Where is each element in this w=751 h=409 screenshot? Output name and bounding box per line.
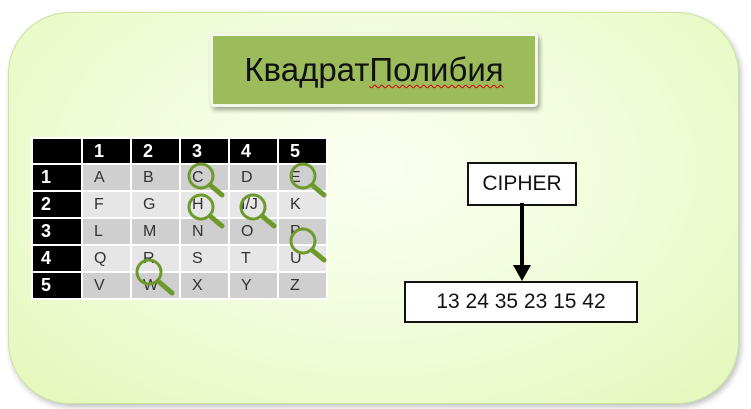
ciphertext-label: 13 24 35 23 15 42 <box>436 290 606 313</box>
cell: T <box>228 244 279 273</box>
magnifier-icon <box>187 162 225 198</box>
plaintext-box: CIPHER <box>467 162 577 206</box>
magnifier-icon <box>239 193 277 229</box>
row-header: 1 <box>31 163 83 192</box>
cell: F <box>81 190 132 219</box>
corner-cell <box>31 137 83 165</box>
cell: G <box>130 190 181 219</box>
cell: B <box>130 163 181 192</box>
arrow-down-icon <box>513 203 531 281</box>
cell: A <box>81 163 132 192</box>
ciphertext-box: 13 24 35 23 15 42 <box>404 281 638 323</box>
col-header: 2 <box>130 137 181 165</box>
magnifier-icon <box>135 258 175 296</box>
col-header: 1 <box>81 137 132 165</box>
table-row: 4 Q R S T U <box>31 244 328 273</box>
cell: D <box>228 163 279 192</box>
table-row: 3 L M N O P <box>31 217 328 246</box>
cell: Q <box>81 244 132 273</box>
plaintext-label: CIPHER <box>482 172 562 195</box>
col-header: 5 <box>277 137 328 165</box>
col-header: 4 <box>228 137 279 165</box>
col-header: 3 <box>179 137 230 165</box>
cell: Y <box>228 271 279 300</box>
magnifier-icon <box>289 162 327 198</box>
title-word-1: Квадрат <box>244 51 370 88</box>
magnifier-icon <box>187 193 225 229</box>
table-row: 5 V W X Y Z <box>31 271 328 300</box>
cell: K <box>277 190 328 219</box>
row-header: 4 <box>31 244 83 273</box>
row-header: 5 <box>31 271 83 300</box>
slide-title: Квадрат Полибия <box>210 33 538 107</box>
row-header: 2 <box>31 190 83 219</box>
cell: M <box>130 217 181 246</box>
title-word-2: Полибия <box>369 51 504 88</box>
row-header: 3 <box>31 217 83 246</box>
cell: Z <box>277 271 328 300</box>
magnifier-icon <box>289 227 327 263</box>
table-row: 2 F G H I/J K <box>31 190 328 219</box>
cell: S <box>179 244 230 273</box>
cell: N <box>179 217 230 246</box>
cell: V <box>81 271 132 300</box>
cell: L <box>81 217 132 246</box>
cell: X <box>179 271 230 300</box>
table-row: 1 A B C D E <box>31 163 328 192</box>
polybius-square: 1 2 3 4 5 1 A B C D E 2 F G H I/J K 3 L … <box>31 137 328 300</box>
